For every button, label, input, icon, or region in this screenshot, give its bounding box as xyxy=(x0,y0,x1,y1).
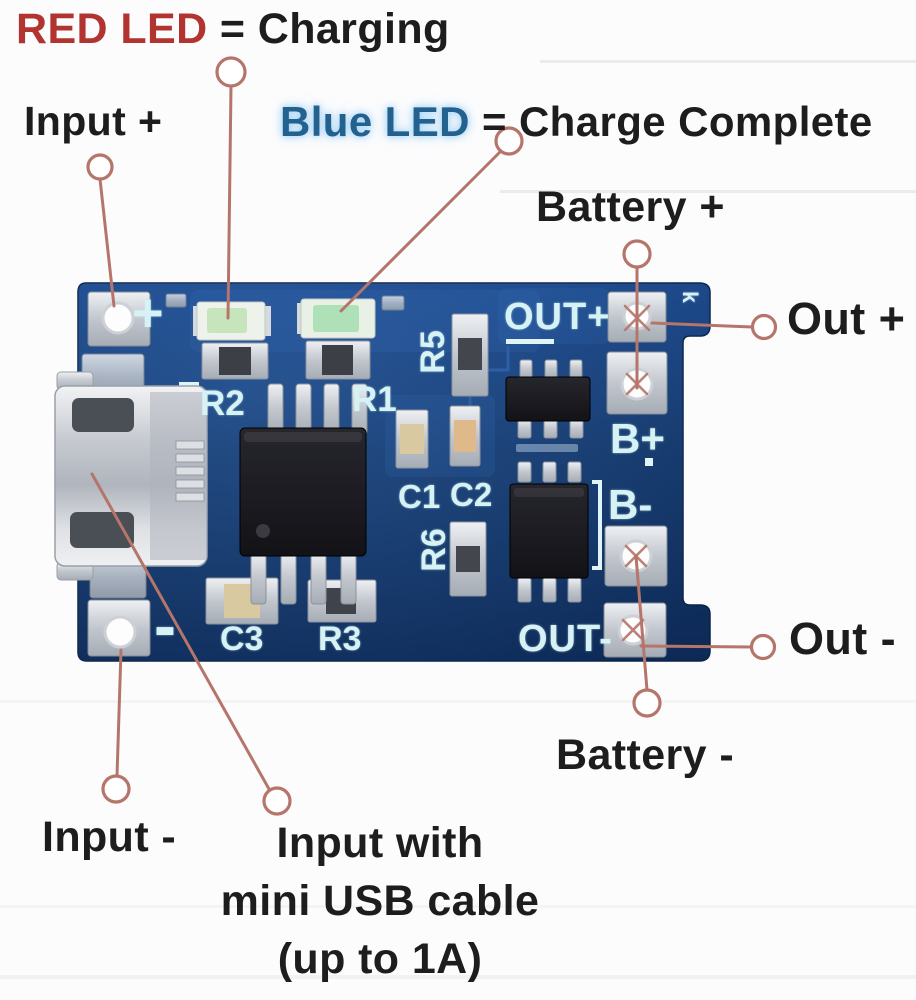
leader-input-minus xyxy=(115,648,123,778)
resistor-pack-1 xyxy=(201,342,269,380)
label-input-plus: Input + xyxy=(24,98,163,144)
hole-input-minus xyxy=(103,615,137,649)
silkscreen-b-minus: B- xyxy=(608,481,653,528)
callout-circle-input-plus xyxy=(86,153,114,181)
silkscreen-k: k xyxy=(678,291,701,303)
callout-circle-red-led xyxy=(215,56,247,88)
leader-input-plus xyxy=(98,177,116,308)
label-blue-led-rest: = Charge Complete xyxy=(469,98,873,145)
silkscreen-out-minus: OUT- xyxy=(518,618,613,660)
callout-circle-usb xyxy=(262,786,292,816)
hole-input-plus xyxy=(101,301,135,335)
silkscreen-c2: C2 xyxy=(450,476,493,513)
leader-out-minus xyxy=(639,644,753,649)
label-battery-plus: Battery + xyxy=(536,183,725,231)
label-blue-led: Blue LED = Charge Complete xyxy=(280,98,873,145)
silkscreen-r6: R6 xyxy=(415,528,453,572)
callout-circle-out-plus xyxy=(750,313,778,341)
callout-circles xyxy=(86,56,778,816)
capacitor-c1 xyxy=(395,409,429,469)
label-red-led-rest: = Charging xyxy=(207,5,450,53)
silkscreen-plus: + xyxy=(132,283,164,343)
leader-usb xyxy=(90,472,271,791)
leader-red-led xyxy=(226,84,233,320)
ic-marking xyxy=(516,444,578,452)
resistor-r6 xyxy=(449,521,487,597)
label-usb-line1: Input with xyxy=(276,819,484,867)
label-battery-minus: Battery - xyxy=(556,731,735,779)
silkscreen-r3: R3 xyxy=(318,620,362,658)
capacitor-c2 xyxy=(449,405,481,467)
callout-circle-out-minus xyxy=(749,633,777,661)
usb-pins xyxy=(175,440,205,502)
label-usb-line3: (up to 1A) xyxy=(277,935,483,983)
silkscreen-r2: R2 xyxy=(200,384,245,423)
led-charge-complete xyxy=(297,298,376,339)
led-charging xyxy=(193,301,271,341)
mosfet-ic xyxy=(509,461,589,603)
callout-circle-input-minus xyxy=(101,774,131,804)
silkscreen-out-plus: OUT+ xyxy=(504,296,611,338)
resistor-pack-2 xyxy=(305,340,371,380)
label-blue-led-term: Blue LED xyxy=(280,98,470,145)
label-input-minus: Input - xyxy=(42,813,177,861)
callout-circle-battery-minus xyxy=(632,688,662,718)
silkscreen-b-plus: B+ xyxy=(610,415,665,462)
silkscreen-r1: R1 xyxy=(352,380,397,419)
outplus-underline xyxy=(506,339,554,344)
silkscreen-r5: R5 xyxy=(414,330,452,374)
label-usb-input: Input with mini USB cable (up to 1A) xyxy=(180,814,580,988)
label-out-minus: Out - xyxy=(789,613,896,664)
silkscreen-c1: C1 xyxy=(398,478,441,515)
callout-leaders xyxy=(90,84,754,791)
ic-pin1-dot xyxy=(256,524,270,538)
main-ic xyxy=(239,383,368,605)
usb-weld-tab-top xyxy=(72,398,134,432)
label-red-led: RED LED = Charging xyxy=(16,5,450,53)
callout-circle-blue-led xyxy=(494,126,524,156)
callout-circle-battery-plus xyxy=(622,239,652,269)
copper-pour xyxy=(498,288,610,344)
leader-out-plus xyxy=(650,321,754,329)
silkscreen-c3: C3 xyxy=(220,620,264,658)
label-red-led-term: RED LED xyxy=(16,5,208,53)
leader-blue-led xyxy=(339,149,503,313)
silkscreen-minus: - xyxy=(154,588,176,662)
label-out-plus: Out + xyxy=(787,293,906,344)
usb-connector xyxy=(54,371,208,581)
pad-cross-marks xyxy=(621,304,651,642)
label-usb-line2: mini USB cable xyxy=(220,877,540,925)
pad-small xyxy=(165,293,187,308)
pad-small xyxy=(381,295,405,311)
capacitor-c3 xyxy=(205,577,279,625)
ic-bracket xyxy=(592,480,602,570)
silk-dot xyxy=(645,458,653,466)
protection-ic xyxy=(505,359,591,452)
resistor-r5 xyxy=(451,313,489,397)
